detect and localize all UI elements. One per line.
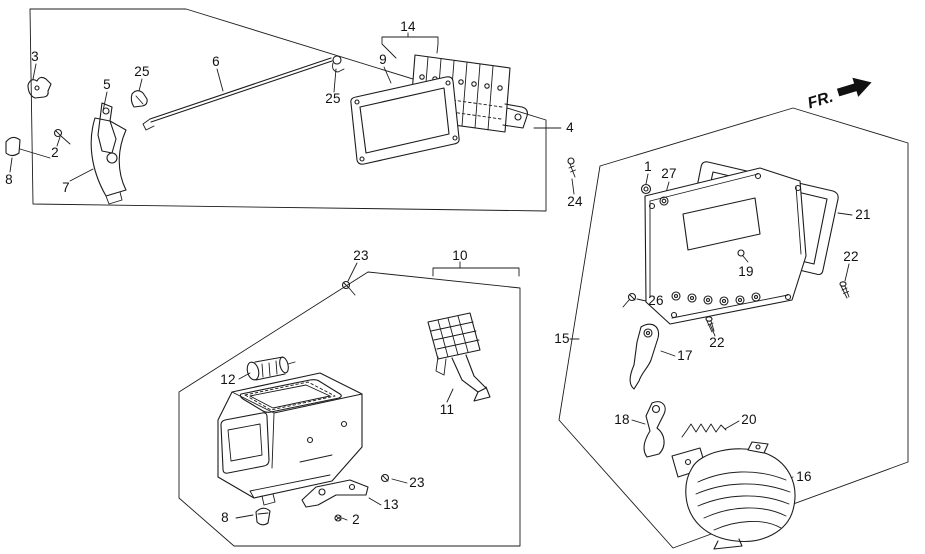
control-rod-part-6 xyxy=(149,57,333,123)
front-direction-group: FR. xyxy=(806,77,872,113)
screw-part-2b xyxy=(334,514,342,522)
clamp-part-25b xyxy=(332,55,342,65)
duct-opening xyxy=(220,412,270,474)
duct-actuator-part-12 xyxy=(246,356,296,381)
gasket-ring xyxy=(239,379,342,413)
heater-cover-group xyxy=(622,161,850,550)
border-top-left-group xyxy=(29,8,547,212)
bolt-part-22-mid xyxy=(705,316,715,333)
screw-part-26 xyxy=(627,292,637,302)
clip-part-19 xyxy=(737,249,745,257)
screw-part-23b xyxy=(380,473,390,483)
door-linkage-group xyxy=(5,55,345,205)
mount-bracket-part-11 xyxy=(427,312,491,402)
clip-part-25a xyxy=(130,90,148,108)
bolt-part-22-right xyxy=(839,281,850,299)
lever-part-18 xyxy=(643,401,666,458)
vent-bezel-part-9 xyxy=(350,76,460,165)
cap-part-8b xyxy=(255,507,271,526)
clip-part-3 xyxy=(27,76,52,99)
lever-part-13 xyxy=(301,479,369,508)
section-borders xyxy=(29,8,909,549)
front-arrow-icon xyxy=(836,77,872,97)
screw-part-2a xyxy=(53,128,63,138)
panel-hole-row xyxy=(671,291,761,306)
screw-part-24 xyxy=(567,157,576,178)
front-direction-label: FR. xyxy=(806,89,836,113)
cover-panel xyxy=(644,167,807,325)
border-right-group xyxy=(558,107,909,549)
spring-part-20 xyxy=(681,423,727,438)
lever-part-17 xyxy=(629,323,660,390)
lever-part-5 xyxy=(97,102,117,154)
plate-part-7 xyxy=(90,117,127,197)
nut-part-1 xyxy=(640,183,652,195)
blower-motor-part-16 xyxy=(671,441,796,550)
heater-box xyxy=(217,372,363,506)
vent-assembly-group xyxy=(350,54,528,165)
vent-mount-ear xyxy=(502,103,528,129)
screw-part-23a xyxy=(341,280,351,290)
leader-lines xyxy=(9,32,853,521)
heater-duct-group xyxy=(217,280,491,526)
cap-part-8a xyxy=(5,136,21,157)
border-middle-group xyxy=(178,271,521,547)
washer-part-27 xyxy=(659,196,669,206)
